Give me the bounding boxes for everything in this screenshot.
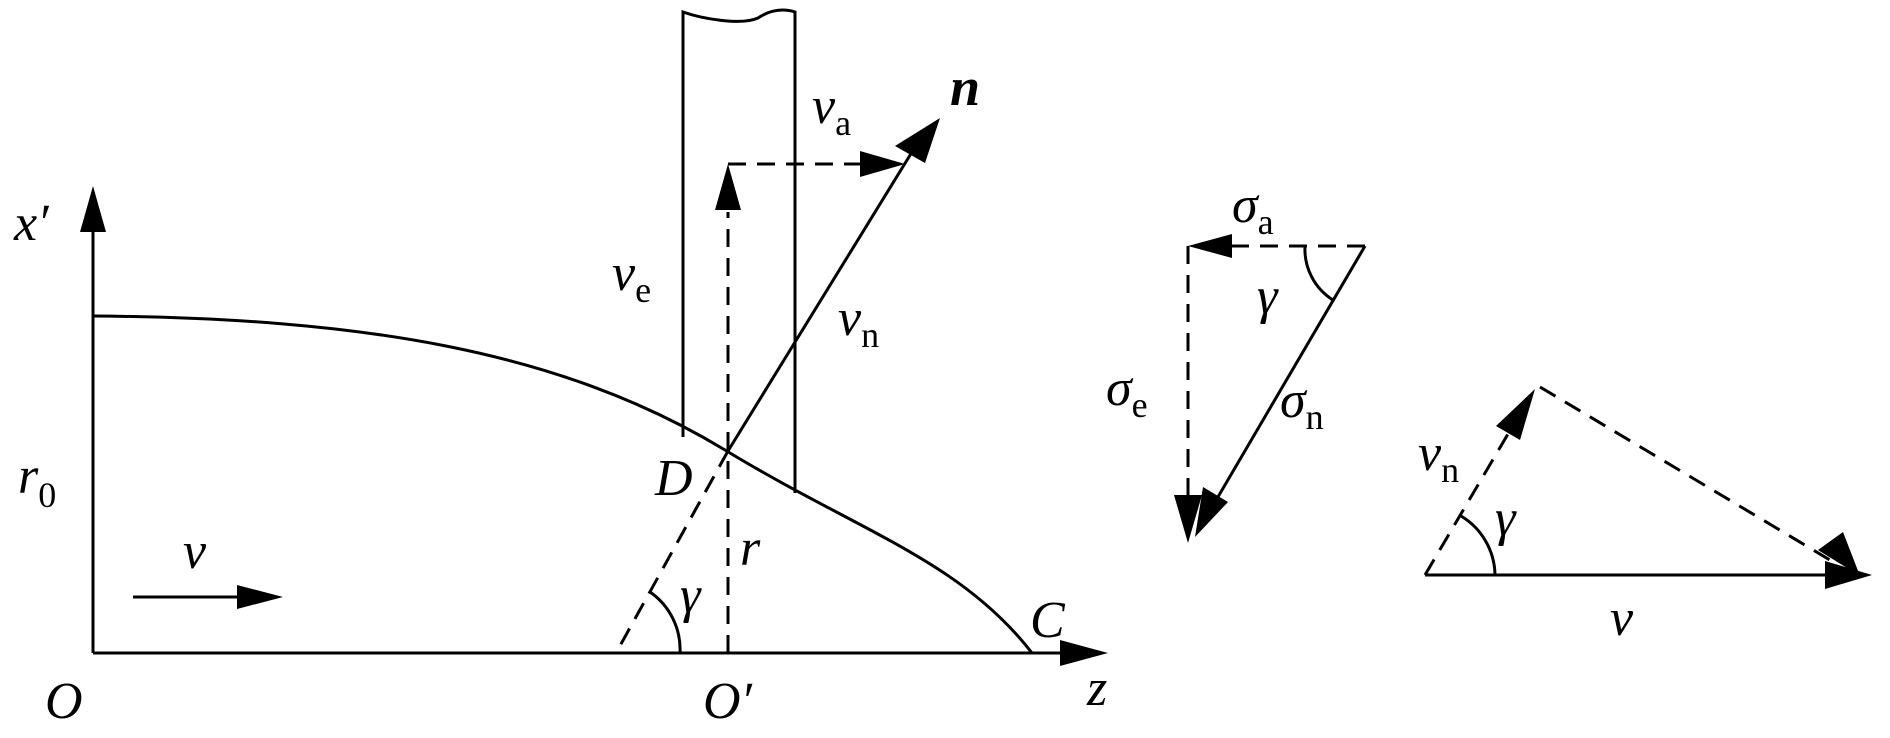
sigma-e-arrowhead bbox=[1174, 495, 1202, 543]
v-label-main: v bbox=[183, 523, 207, 580]
tool-body bbox=[681, 8, 797, 493]
point-c-label: C bbox=[1030, 592, 1066, 649]
sigma-e-label: σe bbox=[1106, 360, 1148, 425]
sigma-n-sub: n bbox=[1306, 397, 1324, 437]
z-axis-label: z bbox=[1086, 660, 1107, 717]
ve-arrowhead bbox=[715, 164, 741, 210]
sigma-a-label: σa bbox=[1232, 177, 1274, 242]
vn-arrowhead bbox=[1496, 389, 1535, 440]
normal-extension-dashed bbox=[614, 450, 730, 654]
v-label-right: v bbox=[1610, 590, 1634, 647]
va-arrowhead bbox=[860, 151, 905, 177]
normal-n-line bbox=[726, 151, 914, 452]
sigma-e-main: σ bbox=[1106, 360, 1134, 417]
sigma-a-main: σ bbox=[1232, 177, 1260, 234]
gamma-angle-arc bbox=[649, 590, 682, 654]
gamma-label-main: γ bbox=[680, 567, 702, 624]
sigma-n-main: σ bbox=[1280, 372, 1308, 429]
sigma-e-sub: e bbox=[1132, 385, 1148, 425]
stress-triangle: σa γ σe σn bbox=[1106, 177, 1367, 543]
sigma-a-sub: a bbox=[1258, 202, 1274, 242]
ve-label: ve bbox=[612, 245, 651, 310]
gamma-arc-stress bbox=[1303, 245, 1334, 302]
va-main: v bbox=[812, 78, 836, 135]
sigma-n-label: σn bbox=[1280, 372, 1324, 437]
va-label: va bbox=[812, 78, 851, 143]
r-label: r bbox=[740, 520, 761, 577]
normal-n-arrowhead bbox=[895, 118, 940, 163]
point-d-label: D bbox=[654, 450, 693, 507]
r0-sub: 0 bbox=[38, 475, 56, 515]
vn-sub: n bbox=[861, 315, 879, 355]
sigma-n-line bbox=[1213, 245, 1367, 503]
r0-main: r bbox=[18, 448, 39, 505]
ve-sub: e bbox=[635, 270, 651, 310]
velocity-triangle: vn γ v bbox=[1418, 385, 1872, 647]
vn-main: v bbox=[838, 290, 862, 347]
n-label: n bbox=[950, 57, 980, 117]
ve-main: v bbox=[612, 245, 636, 302]
vn-right-main: v bbox=[1418, 425, 1442, 482]
v-arrowhead bbox=[237, 585, 283, 609]
main-geometry: x′ O O′ z C D r0 r γ v va ve vn n bbox=[13, 8, 1108, 730]
va-sub: a bbox=[835, 103, 851, 143]
sigma-a-arrowhead bbox=[1188, 234, 1232, 258]
gamma-arc-velocity bbox=[1460, 514, 1497, 576]
r0-label: r0 bbox=[18, 448, 56, 515]
v-base-arrowhead bbox=[1825, 561, 1872, 589]
x-axis-arrowhead bbox=[80, 186, 106, 232]
hypotenuse-dashed bbox=[1539, 385, 1831, 562]
origin-prime-label: O′ bbox=[703, 673, 754, 730]
gamma-label-stress: γ bbox=[1257, 268, 1279, 325]
sigma-n-arrowhead bbox=[1195, 487, 1228, 537]
x-axis-label: x′ bbox=[13, 195, 50, 252]
workpiece-profile-curve bbox=[92, 314, 1034, 654]
hypotenuse-arrowhead bbox=[1818, 532, 1860, 576]
vn-right-sub: n bbox=[1441, 450, 1459, 490]
z-axis-arrowhead bbox=[1060, 640, 1108, 666]
vn-label-right: vn bbox=[1418, 425, 1459, 490]
origin-label: O bbox=[45, 673, 83, 730]
vn-label: vn bbox=[838, 290, 879, 355]
gamma-label-velocity: γ bbox=[1495, 490, 1517, 547]
